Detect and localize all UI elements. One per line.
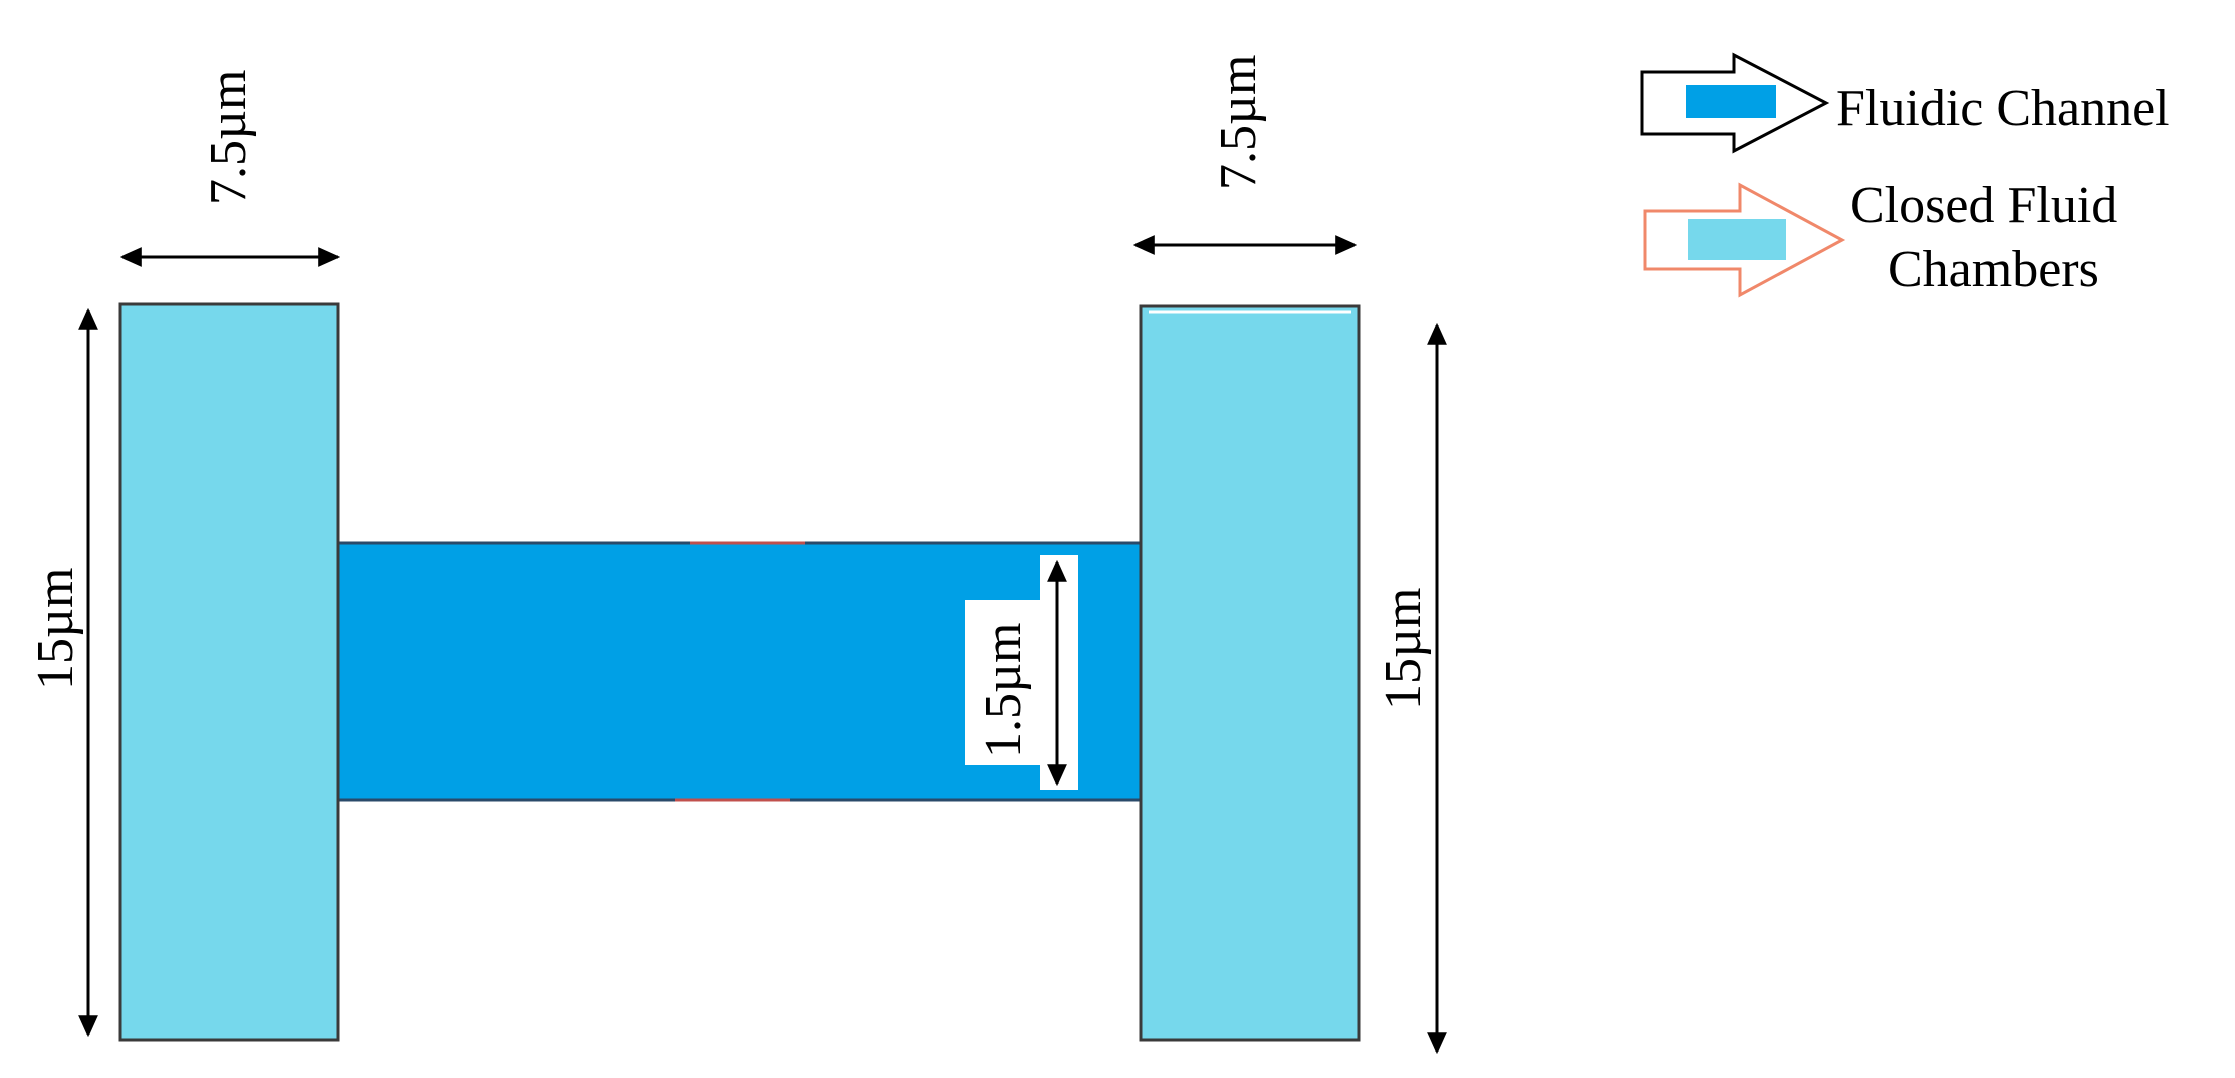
left-chamber — [118, 302, 340, 1042]
legend-closed-chambers: Closed Fluid Chambers — [1643, 177, 2117, 298]
legend-fluidic-swatch — [1686, 85, 1776, 118]
right-chamber — [1139, 304, 1361, 1042]
legend-closed-label-line1: Closed Fluid — [1850, 177, 2117, 234]
right-height-label: 15µm — [1375, 588, 1432, 710]
channel-height-label: 1.5µm — [975, 623, 1032, 758]
left-width-label: 7.5µm — [200, 70, 257, 205]
left-height-label: 15µm — [27, 568, 84, 690]
legend-fluidic-channel: Fluidic Channel — [1640, 52, 2170, 154]
legend-closed-swatch — [1688, 219, 1786, 260]
right-width-label: 7.5µm — [1210, 55, 1267, 190]
legend-closed-label-line2: Chambers — [1888, 241, 2099, 298]
legend-fluidic-label: Fluidic Channel — [1836, 80, 2170, 137]
